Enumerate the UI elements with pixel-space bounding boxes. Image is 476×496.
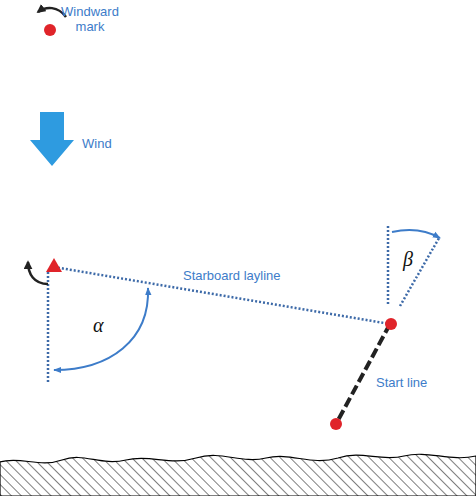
reference-line	[387, 226, 390, 306]
rounding-arrow	[28, 262, 48, 284]
start-line-label: Start line	[376, 375, 427, 390]
angle-symbol: α	[93, 314, 104, 337]
windward-mark-dot	[44, 24, 56, 36]
layline	[54, 267, 390, 324]
committee-boat-dot	[385, 318, 397, 330]
reference-line	[47, 272, 50, 384]
angle-symbol: β	[403, 248, 413, 271]
layline-label: Starboard layline	[183, 268, 281, 283]
wind-label: Wind	[82, 136, 112, 151]
wind-arrow	[30, 112, 74, 166]
pin-end-dot	[330, 418, 342, 430]
angle-arc	[392, 230, 440, 238]
angle-arc	[54, 288, 148, 370]
mark-label: Windward mark	[58, 4, 122, 34]
start-line	[336, 324, 390, 424]
shore-ground	[0, 454, 476, 496]
heading-line	[400, 238, 439, 306]
pin-mark-triangle	[46, 258, 62, 272]
